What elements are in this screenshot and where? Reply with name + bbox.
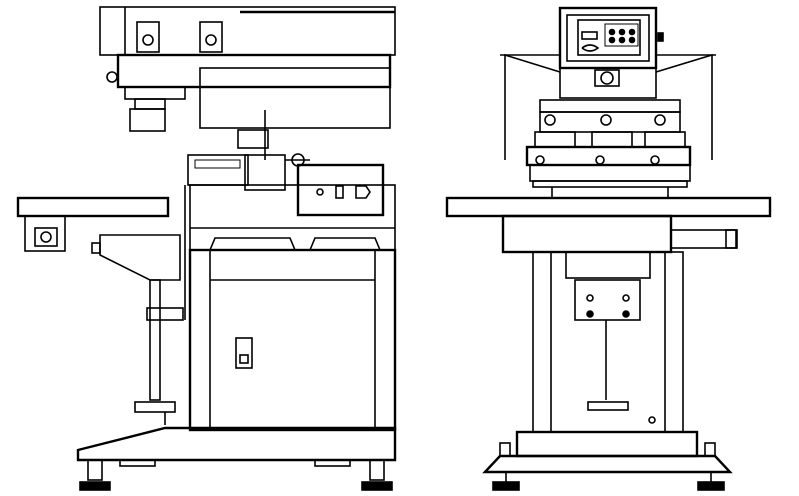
side-upper-body <box>189 184 396 251</box>
side-cabinet <box>188 248 397 432</box>
top-housing <box>99 6 396 56</box>
pad-heads <box>525 131 692 188</box>
front-base <box>482 430 733 491</box>
front-worktable <box>445 187 772 254</box>
print-head <box>106 53 392 160</box>
side-worktable <box>16 185 186 425</box>
control-panel <box>558 6 664 87</box>
front-view <box>445 6 772 491</box>
control-box <box>296 163 385 217</box>
side-view <box>16 6 397 491</box>
side-base <box>76 426 397 491</box>
front-stand <box>532 251 684 433</box>
